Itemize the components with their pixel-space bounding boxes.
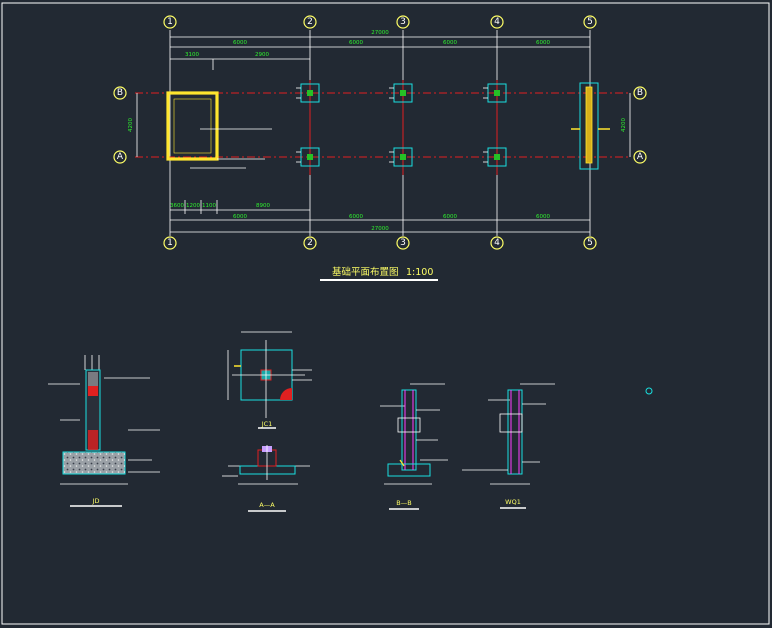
svg-text:A: A bbox=[637, 152, 644, 162]
bottom-dimension-lines: 3600 1200 1100 8900 6000 6000 6000 6000 … bbox=[170, 200, 590, 233]
axis-bubble-bottom-5: 5 bbox=[583, 236, 597, 250]
axis-bubble-top-4: 4 bbox=[490, 15, 504, 29]
svg-text:B: B bbox=[637, 88, 643, 98]
dim-bay-bottom-3: 6000 bbox=[443, 214, 457, 220]
dim-side-right: 4200 bbox=[621, 118, 627, 132]
dim-sub-bottom-4: 8900 bbox=[256, 203, 270, 209]
label-wq1: WQ1 bbox=[505, 498, 521, 506]
axis-bubble-top-5: 5 bbox=[583, 15, 597, 29]
footing-A3 bbox=[389, 147, 413, 167]
svg-text:2: 2 bbox=[307, 17, 313, 27]
footing-B4 bbox=[483, 83, 507, 103]
dim-side-left: 4200 bbox=[128, 118, 134, 132]
dim-sub-bottom-3: 1100 bbox=[202, 203, 216, 209]
section-wq1: WQ1 bbox=[462, 383, 555, 509]
axis-bubble-left-A: A bbox=[113, 150, 127, 164]
dim-sub-top-1: 3100 bbox=[185, 52, 199, 58]
dim-bay-top-3: 6000 bbox=[443, 40, 457, 46]
axis-bubble-top-1: 1 bbox=[163, 15, 177, 29]
plan-title: 基础平面布置图 bbox=[332, 266, 399, 278]
axis-bubble-bottom-1: 1 bbox=[163, 236, 177, 250]
plan-title-block: 基础平面布置图 1:100 bbox=[320, 266, 438, 281]
section-a-a: A—A bbox=[222, 445, 310, 512]
dim-bay-top-1: 6000 bbox=[233, 40, 247, 46]
svg-text:B: B bbox=[117, 88, 123, 98]
svg-text:1: 1 bbox=[167, 238, 173, 248]
axis-bubble-top-2: 2 bbox=[303, 15, 317, 29]
axis-bubble-bottom-3: 3 bbox=[396, 236, 410, 250]
cursor-marker bbox=[645, 387, 653, 395]
svg-text:A: A bbox=[117, 152, 124, 162]
label-b-b: B—B bbox=[396, 499, 411, 507]
axis-bubble-left-B: B bbox=[113, 86, 127, 100]
footing-A2 bbox=[296, 147, 320, 167]
footing-B2 bbox=[296, 83, 320, 103]
axis-bubble-bottom-2: 2 bbox=[303, 236, 317, 250]
axis-bubble-right-B: B bbox=[633, 86, 647, 100]
axis-bubble-right-A: A bbox=[633, 150, 647, 164]
dim-sub-bottom-1: 3600 bbox=[170, 203, 184, 209]
axis-lines-horizontal bbox=[135, 92, 630, 158]
dim-bay-bottom-2: 6000 bbox=[349, 214, 363, 220]
column-footings bbox=[296, 83, 507, 167]
svg-text:3: 3 bbox=[400, 238, 406, 248]
pit-wall bbox=[166, 91, 272, 169]
footing-A4 bbox=[483, 147, 507, 167]
section-b-b: B—B bbox=[380, 383, 448, 510]
top-dimension-lines: 27000 6000 6000 6000 6000 3100 2900 bbox=[170, 30, 590, 70]
strip-footing-axis5 bbox=[571, 82, 610, 170]
plan-scale: 1:100 bbox=[406, 267, 433, 278]
section-jd: JD bbox=[48, 355, 160, 507]
dim-bay-top-2: 6000 bbox=[349, 40, 363, 46]
dim-bay-bottom-4: 6000 bbox=[536, 214, 550, 220]
footing-B3 bbox=[389, 83, 413, 103]
dim-sub-top-2: 2900 bbox=[255, 52, 269, 58]
svg-text:3: 3 bbox=[400, 17, 406, 27]
foundation-plan: 27000 6000 6000 6000 6000 3100 2900 3600… bbox=[113, 15, 647, 250]
axis-bubble-bottom-4: 4 bbox=[490, 236, 504, 250]
dim-bay-top-4: 6000 bbox=[536, 40, 550, 46]
axis-lines-vertical bbox=[169, 30, 591, 236]
svg-text:5: 5 bbox=[587, 17, 593, 27]
dim-sub-bottom-2: 1200 bbox=[186, 203, 200, 209]
dim-overall-bottom: 27000 bbox=[371, 226, 389, 232]
side-dimension-lines: 4200 4200 bbox=[128, 93, 631, 157]
svg-text:1: 1 bbox=[167, 17, 173, 27]
svg-text:4: 4 bbox=[494, 238, 500, 248]
axis-bubble-top-3: 3 bbox=[396, 15, 410, 29]
dim-bay-bottom-1: 6000 bbox=[233, 214, 247, 220]
label-a-a: A—A bbox=[259, 501, 275, 509]
dim-overall-top: 27000 bbox=[371, 30, 389, 36]
svg-text:5: 5 bbox=[587, 238, 593, 248]
svg-text:4: 4 bbox=[494, 17, 500, 27]
label-jd: JD bbox=[92, 497, 100, 505]
detail-jc1: JC1 bbox=[227, 331, 312, 429]
svg-text:2: 2 bbox=[307, 238, 313, 248]
label-jc1: JC1 bbox=[261, 420, 273, 428]
